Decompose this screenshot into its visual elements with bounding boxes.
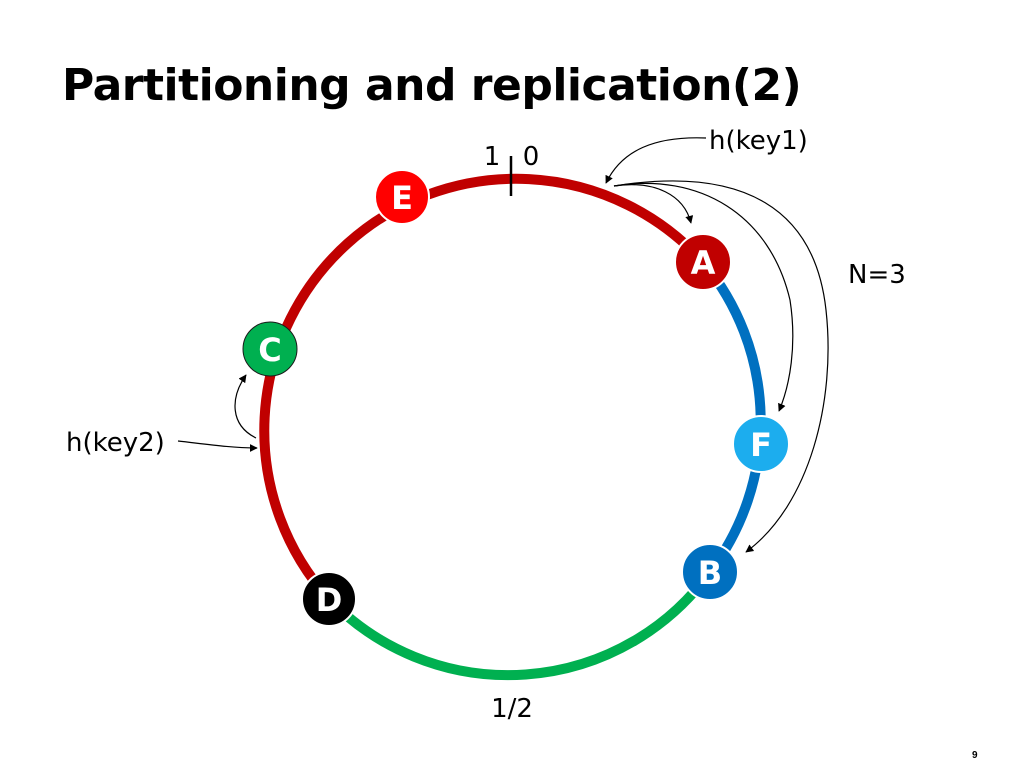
node-b: B [681,543,739,601]
ring-label-one: 1 [484,142,501,172]
node-d-circle [301,571,357,627]
node-f-circle [732,415,790,473]
key1-hash-arrow [605,137,707,184]
slide-number: 9 [972,750,978,761]
node-b-label: B [698,554,722,592]
ring-label-half: 1/2 [491,694,533,724]
slide-title: Partitioning and replication(2) [62,60,802,111]
key2-hash-arrow [177,440,258,452]
node-c-label: C [258,331,281,369]
key1-to-node-b-arrow [613,180,829,553]
key1-label: h(key1) [709,126,808,156]
node-e-circle [374,169,430,225]
node-d: D [301,571,357,627]
node-a: A [674,233,732,291]
key2-label: h(key2) [66,428,165,458]
node-e-label: E [391,179,413,217]
node-a-label: A [691,244,716,282]
ring-segment-green [325,569,715,681]
key1-to-node-f-arrow [613,182,794,412]
node-c: C [242,321,298,377]
node-d-label: D [316,581,343,619]
replication-factor-label: N=3 [848,260,906,290]
ring-label-zero: 0 [523,142,540,172]
node-a-circle [674,233,732,291]
node-f: F [732,415,790,473]
node-b-circle [681,543,739,601]
ring-segment-red [259,173,707,603]
key2-to-node-c-arrow [234,374,257,439]
node-f-label: F [750,426,772,464]
node-c-circle [242,321,298,377]
node-e: E [374,169,430,225]
